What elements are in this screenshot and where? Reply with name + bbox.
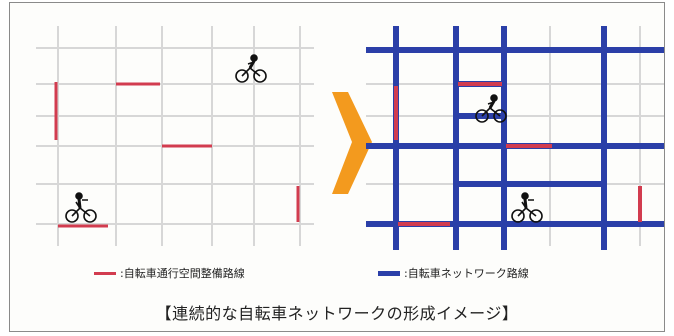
left-bike-lanes	[54, 82, 300, 228]
legend-bike-lane: :自転車通行空間整備路線	[94, 264, 245, 282]
bicycle-rider-icon	[65, 192, 97, 223]
bicycle-rider-icon	[475, 94, 507, 123]
bicycle-rider-icon	[235, 54, 267, 83]
arrow-right-icon	[332, 92, 372, 194]
network-diagram	[36, 26, 664, 250]
figure-frame	[9, 2, 665, 332]
left-grid	[36, 26, 314, 246]
right-bike-lanes	[394, 82, 642, 226]
right-network	[366, 26, 664, 250]
bicycle-rider-icon	[511, 192, 543, 223]
legend-label-network: :自転車ネットワーク路線	[404, 267, 529, 280]
legend-swatch-bike-lane	[94, 271, 116, 275]
right-grid	[366, 26, 664, 246]
figure-caption: 【連続的な自転車ネットワークの形成イメージ】	[155, 304, 519, 323]
legend-swatch-network	[378, 270, 400, 276]
legend-network: :自転車ネットワーク路線	[378, 264, 529, 282]
legend-label-bike-lane: :自転車通行空間整備路線	[120, 267, 245, 280]
